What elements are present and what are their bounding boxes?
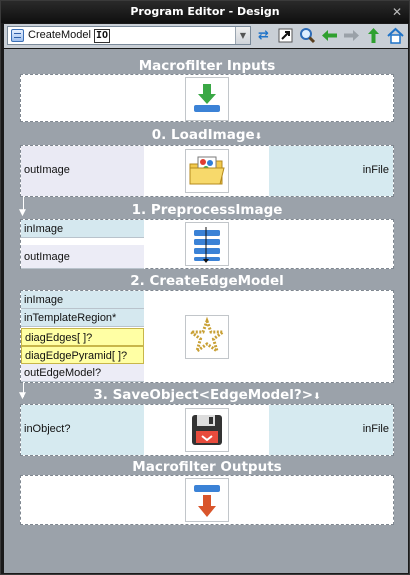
connector-arrow-icon: ▼ xyxy=(19,391,26,401)
load-image-title-text: 0. LoadImage xyxy=(151,127,255,143)
swap-icon[interactable]: ⇄ xyxy=(258,28,269,43)
chevron-down-icon[interactable]: ▼ xyxy=(235,27,250,44)
io-tag: IO xyxy=(94,29,111,43)
folder-image-icon xyxy=(185,149,229,193)
port-outedgemodel[interactable]: outEdgeModel? xyxy=(21,364,144,382)
window-title: Program Editor - Design xyxy=(1,1,409,23)
macrofilter-inputs-title: Macrofilter Inputs xyxy=(138,58,276,74)
output-arrow-icon xyxy=(185,478,229,522)
star-edge-model-icon xyxy=(185,315,229,359)
macrofilter-name: CreateModel xyxy=(28,29,91,41)
port-gap xyxy=(21,238,144,244)
port-diagedgepyramid[interactable]: diagEdgePyramid[ ]? xyxy=(21,346,144,364)
home-icon[interactable] xyxy=(386,26,405,45)
load-image-title: 0. LoadImage⬇ xyxy=(151,127,263,143)
connector-line xyxy=(23,197,24,213)
save-object-ports-left: inObject? xyxy=(21,405,144,455)
open-external-icon[interactable] xyxy=(276,26,295,45)
preprocess-image-block[interactable]: inImage outImage xyxy=(20,219,394,269)
connector-line xyxy=(23,383,24,397)
floppy-disk-icon xyxy=(185,408,229,452)
search-icon[interactable] xyxy=(298,26,317,45)
save-object-ports-right: inFile xyxy=(269,405,393,455)
port-diagedges[interactable]: diagEdges[ ]? xyxy=(21,328,144,346)
port-inimage[interactable]: inImage xyxy=(21,291,144,309)
macrofilter-outputs-block[interactable] xyxy=(20,475,394,525)
toolbar: CreateModel IO ▼ ⇄ xyxy=(4,24,408,48)
macrofilter-inputs-block[interactable] xyxy=(20,74,394,122)
port-infile[interactable]: inFile xyxy=(362,423,389,435)
load-image-inputs: inFile xyxy=(269,146,393,196)
save-object-title-text: 3. SaveObject<EdgeModel?> xyxy=(93,387,314,403)
input-arrow-icon xyxy=(185,77,229,121)
port-intemplateregion[interactable]: inTemplateRegion* xyxy=(21,309,144,327)
macrofilter-icon xyxy=(11,29,24,42)
port-inobject[interactable]: inObject? xyxy=(24,423,71,435)
save-object-title: 3. SaveObject<EdgeModel?>⬇ xyxy=(93,387,321,403)
port-outimage[interactable]: outImage xyxy=(21,245,144,269)
preprocess-image-title: 1. PreprocessImage xyxy=(131,202,283,218)
connector-arrow-icon: ▼ xyxy=(19,208,26,218)
port-infile[interactable]: inFile xyxy=(362,164,389,176)
close-icon[interactable]: ✕ xyxy=(391,5,402,19)
arrow-up-icon[interactable] xyxy=(364,26,383,45)
arrow-left-icon[interactable] xyxy=(320,26,339,45)
load-image-outputs: outImage xyxy=(21,146,144,196)
load-image-block[interactable]: outImage inFile xyxy=(20,145,394,197)
macrofilter-outputs-title: Macrofilter Outputs xyxy=(132,459,282,475)
arrow-right-icon[interactable] xyxy=(342,26,361,45)
create-edge-model-title: 2. CreateEdgeModel xyxy=(130,273,284,289)
create-edge-model-block[interactable]: inImage inTemplateRegion* diagEdges[ ]? … xyxy=(20,290,394,383)
macrofilter-selector[interactable]: CreateModel IO ▼ xyxy=(7,26,251,45)
port-inimage[interactable]: inImage xyxy=(21,220,144,238)
program-canvas[interactable]: Macrofilter Inputs 0. LoadImage⬇ outImag… xyxy=(4,49,408,573)
macrofilter-list-icon xyxy=(185,222,229,266)
port-outimage[interactable]: outImage xyxy=(24,164,70,176)
save-object-block[interactable]: inObject? inFile xyxy=(20,404,394,456)
